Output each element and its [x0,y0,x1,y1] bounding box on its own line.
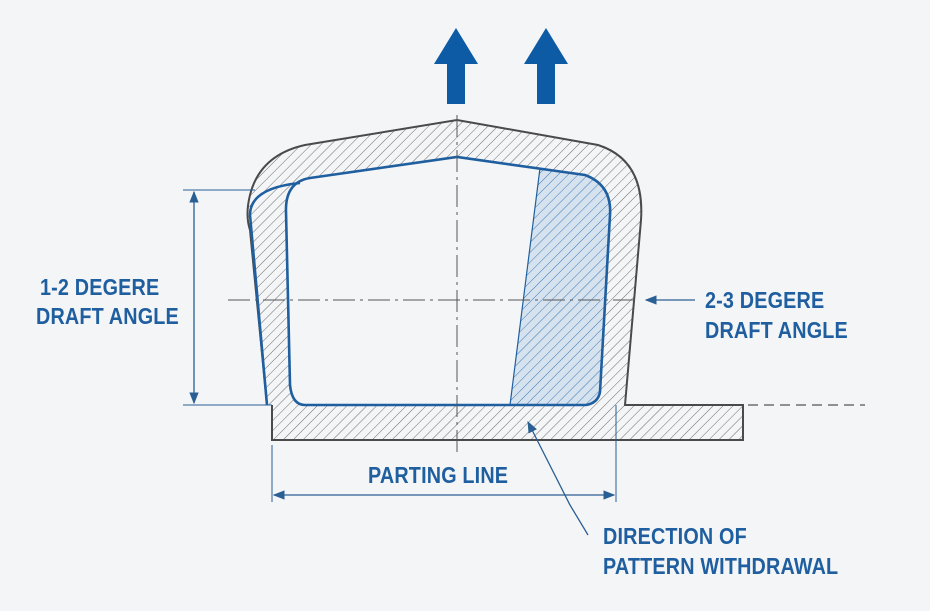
withdrawal-label-line1: DIRECTION OF [603,523,747,549]
right-draft-label-line1: 2-3 DEGERE [705,287,825,313]
right-draft-zone [510,168,611,405]
parting-line-label: PARTING LINE [368,462,509,488]
withdrawal-leader [527,420,589,536]
right-draft-label-line2: DRAFT ANGLE [705,317,848,343]
left-pattern-edge [248,181,301,406]
left-draft-label-line2: DRAFT ANGLE [36,303,179,329]
pattern-outline [284,155,612,407]
right-draft-line [509,167,541,406]
arrow-up-icon [524,28,568,104]
withdrawal-label-line2: PATTERN WITHDRAWAL [603,553,839,579]
arrow-up-icon [434,28,478,104]
mold-wall [247,120,743,440]
outer-outline [246,118,744,441]
left-draft-label-line1: 1-2 DEGERE [40,274,160,300]
